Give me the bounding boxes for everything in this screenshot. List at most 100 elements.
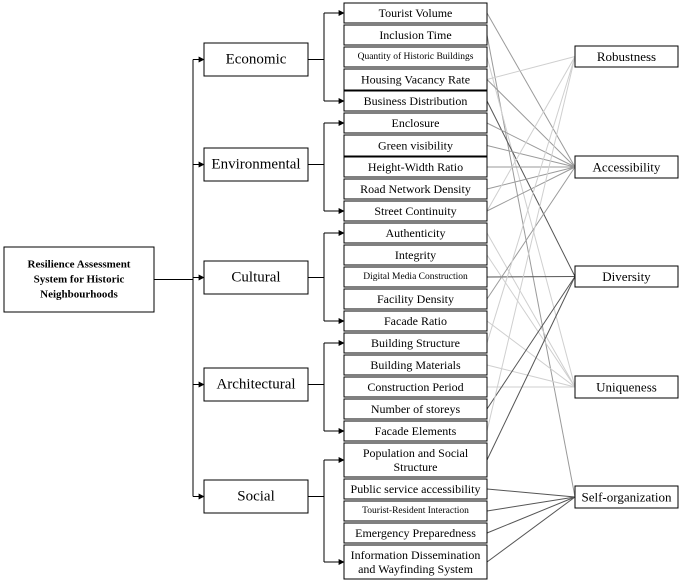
property-self-organization-box — [574, 485, 679, 509]
indicator-road-network-density-box — [343, 178, 488, 200]
indicator-integrity-box — [343, 244, 488, 266]
indicator-integrity: Integrity — [343, 244, 488, 266]
property-uniqueness: Uniqueness — [574, 375, 679, 399]
hierarchy-connectors — [154, 10, 345, 565]
root-node-label: System for Historic — [34, 274, 125, 286]
link-line — [486, 166, 576, 190]
indicator-green-visibility-label: Green visibility — [378, 139, 453, 153]
link-line — [486, 232, 576, 388]
indicator-tourist-volume: Tourist Volume — [343, 2, 488, 24]
indicator-facade-ratio: Facade Ratio — [343, 310, 488, 332]
indicator-inclusion-time: Inclusion Time — [343, 24, 488, 46]
indicator-population-and-social-structure-label: Population and Social — [363, 446, 469, 460]
property-self-organization-label: Self-organization — [581, 490, 672, 505]
indicator-emergency-preparedness-label: Emergency Preparedness — [355, 526, 476, 540]
link-line — [486, 145, 576, 168]
link-line — [486, 166, 576, 212]
property-diversity-box — [574, 265, 679, 288]
link-line — [486, 34, 576, 498]
category-environmental-box — [203, 147, 309, 182]
indicator-facility-density-label: Facility Density — [377, 292, 454, 306]
indicator-property-links — [486, 12, 576, 563]
category-economic-label: Economic — [226, 52, 287, 68]
category-architectural: Architectural — [203, 367, 309, 402]
indicator-height-width-ratio-label: Height-Width Ratio — [368, 160, 463, 174]
property-robustness: Robustness — [574, 45, 679, 68]
indicator-facade-elements: Facade Elements — [343, 420, 488, 442]
indicator-facade-elements-label: Facade Elements — [375, 424, 457, 438]
indicator-green-visibility: Green visibility — [343, 134, 488, 157]
indicator-population-and-social-structure-label: Structure — [394, 460, 438, 474]
category-cultural-label: Cultural — [231, 270, 280, 286]
indicator-business-distribution-label: Business Distribution — [364, 94, 468, 108]
indicator-building-materials-box — [343, 354, 488, 376]
root-node-label: Resilience Assessment — [28, 259, 131, 271]
indicator-information-dissemination-and-wayfinding-system-label: Information Dissemination — [351, 548, 481, 562]
indicator-building-materials-label: Building Materials — [370, 358, 461, 372]
indicator-emergency-preparedness-box — [343, 522, 488, 544]
indicator-tourist-volume-box — [343, 2, 488, 24]
category-economic: Economic — [203, 42, 309, 77]
property-diversity: Diversity — [574, 265, 679, 288]
link-line — [486, 320, 576, 388]
root-node-label: Neighbourhoods — [40, 289, 118, 301]
category-environmental: Environmental — [203, 147, 309, 182]
indicator-facade-elements-box — [343, 420, 488, 442]
indicator-enclosure-label: Enclosure — [392, 116, 440, 130]
property-accessibility: Accessibility — [574, 155, 679, 179]
indicator-green-visibility-box — [343, 134, 488, 157]
indicator-street-continuity: Street Continuity — [343, 200, 488, 222]
property-self-organization: Self-organization — [574, 485, 679, 509]
indicator-tourist-resident-interaction-box — [343, 500, 488, 522]
indicator-road-network-density: Road Network Density — [343, 178, 488, 200]
indicator-digital-media-construction-box — [343, 266, 488, 288]
link-line — [486, 276, 576, 278]
indicator-facility-density-box — [343, 288, 488, 310]
link-line — [486, 496, 576, 512]
indicator-housing-vacancy-rate-box — [343, 68, 488, 91]
indicator-height-width-ratio: Height-Width Ratio — [343, 156, 488, 178]
link-line — [486, 166, 576, 300]
indicator-construction-period-label: Construction Period — [367, 380, 463, 394]
indicator-public-service-accessibility-label: Public service accessibility — [351, 482, 481, 496]
indicator-building-structure-box — [343, 332, 488, 354]
category-social-box — [203, 479, 309, 514]
indicator-building-materials: Building Materials — [343, 354, 488, 376]
indicator-digital-media-construction: Digital Media Construction — [343, 266, 488, 288]
link-line — [486, 56, 576, 388]
property-diversity-label: Diversity — [602, 269, 651, 284]
indicator-quantity-of-historic-buildings-box — [343, 46, 488, 68]
indicator-building-structure: Building Structure — [343, 332, 488, 354]
category-cultural: Cultural — [203, 260, 309, 295]
category-architectural-box — [203, 367, 309, 402]
property-robustness-label: Robustness — [597, 49, 656, 64]
link-line — [486, 488, 576, 498]
indicator-public-service-accessibility-box — [343, 478, 488, 500]
indicator-quantity-of-historic-buildings-label: Quantity of Historic Buildings — [358, 51, 474, 62]
indicator-authenticity-label: Authenticity — [386, 226, 446, 240]
link-line — [486, 56, 576, 344]
indicator-street-continuity-box — [343, 200, 488, 222]
indicator-building-structure-label: Building Structure — [371, 336, 460, 350]
indicator-authenticity-box — [343, 222, 488, 244]
indicator-digital-media-construction-label: Digital Media Construction — [363, 272, 468, 282]
indicator-enclosure: Enclosure — [343, 112, 488, 134]
link-line — [486, 496, 576, 563]
indicator-number-of-storeys-label: Number of storeys — [371, 402, 461, 416]
indicator-construction-period: Construction Period — [343, 376, 488, 398]
category-cultural-box — [203, 260, 309, 295]
root-node-box — [3, 246, 155, 313]
indicator-population-and-social-structure-box — [343, 442, 488, 478]
indicator-construction-period-box — [343, 376, 488, 398]
property-robustness-box — [574, 45, 679, 68]
indicator-number-of-storeys: Number of storeys — [343, 398, 488, 420]
indicator-number-of-storeys-box — [343, 398, 488, 420]
link-line — [486, 276, 576, 410]
indicator-tourist-volume-label: Tourist Volume — [379, 6, 453, 20]
indicator-business-distribution: Business Distribution — [343, 90, 488, 112]
